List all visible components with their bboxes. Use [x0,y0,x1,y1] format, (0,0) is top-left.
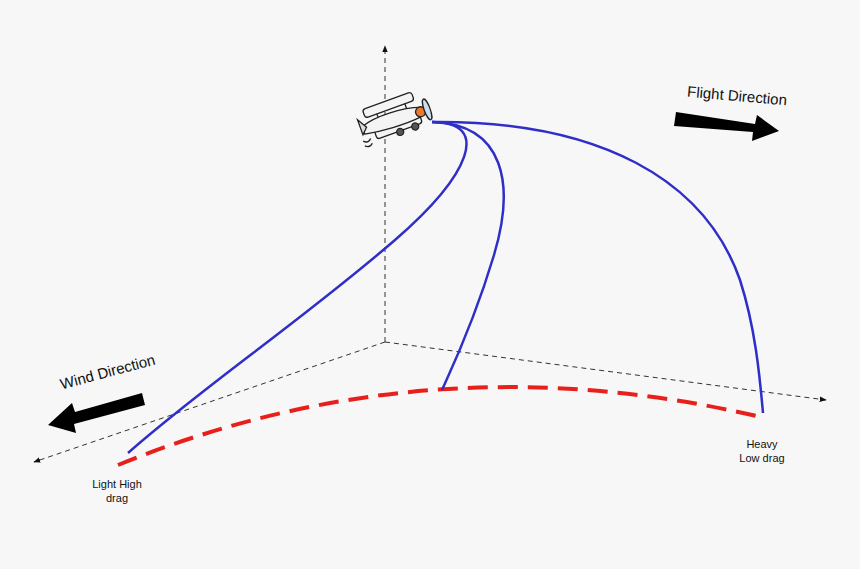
light-high-drag-label: Light High drag [92,478,142,506]
flight-direction-label: Flight Direction [686,82,787,109]
vertical-axis [385,46,386,342]
wind-arrow [48,393,145,433]
trajectory-heavy [432,122,763,413]
axes [34,46,826,462]
landing-footprint [118,387,765,465]
flight-arrow [674,112,779,141]
wind-direction-label: Wind Direction [58,350,157,393]
biplane-icon [353,88,435,149]
heavy-low-drag-label: Heavy Low drag [738,438,786,466]
drop-trajectories [128,122,763,453]
trajectory-light [128,122,467,453]
trajectory-medium [432,122,504,390]
